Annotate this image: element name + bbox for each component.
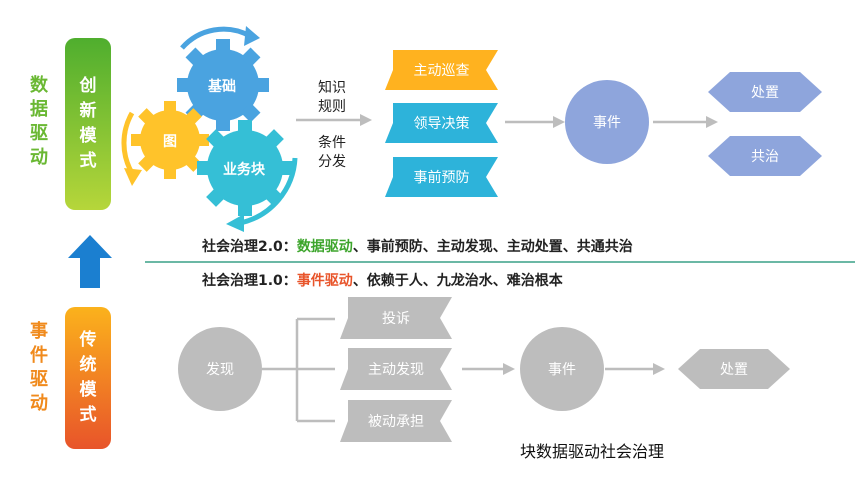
- bottom-discover-label: 发现: [206, 362, 234, 378]
- gear-business-label: 业务块: [223, 162, 265, 178]
- box-complaint-label: 投诉: [382, 311, 410, 327]
- traditional-mode-pill: 传统模式: [65, 307, 111, 449]
- bottom-outcome-label: 处置: [720, 362, 748, 378]
- bottom-discover-circle: [178, 327, 262, 411]
- box-decision-shape: [385, 103, 498, 143]
- rules-label: 规则: [318, 99, 346, 115]
- top-event-label: 事件: [593, 115, 621, 131]
- left-arc-arrow: [121, 111, 135, 175]
- top-arc-arrowhead: [244, 26, 260, 46]
- data-driven-text: 数据驱动: [30, 75, 48, 168]
- arrow-to-bottom-event-head: [503, 363, 515, 375]
- governance-v1-line: 社会治理1.0：事件驱动、依赖于人、九龙治水、难治根本: [202, 270, 563, 290]
- governance-v2-line: 社会治理2.0：数据驱动、事前预防、主动发现、主动处置、共通共治: [202, 236, 633, 256]
- event-driven-text: 事件驱动: [30, 321, 48, 414]
- gears-graphic: [121, 26, 298, 232]
- innovation-mode-text: 创新模式: [79, 76, 97, 171]
- bottom-event-circle: [520, 327, 604, 411]
- arrow-to-boxes-head: [360, 114, 372, 126]
- governance-v2-highlight: 数据驱动: [296, 239, 353, 255]
- left-arc-arrowhead: [124, 168, 142, 186]
- outcome-dispose-label: 处置: [751, 85, 779, 101]
- box-patrol-shape: [385, 50, 498, 90]
- box-prevention-label: 事前预防: [413, 170, 470, 186]
- outcome-cogovern-label: 共治: [751, 149, 779, 165]
- bottom-outcome-shape: [678, 349, 790, 389]
- knowledge-label: 知识: [318, 80, 346, 96]
- top-event-circle: [565, 80, 649, 164]
- gear-base-label: 基础: [208, 79, 236, 95]
- upgrade-up-arrow: [68, 235, 112, 288]
- traditional-mode-text: 传统模式: [79, 330, 97, 425]
- bottom-event-label: 事件: [548, 362, 576, 378]
- outcome-cogovern-shape: [708, 136, 822, 176]
- arrow-to-event-head: [553, 116, 565, 128]
- top-arc-arrow: [180, 26, 252, 50]
- box-patrol-label: 主动巡查: [413, 63, 470, 79]
- box-decision-label: 领导决策: [413, 116, 470, 132]
- conditions-label: 条件: [318, 135, 346, 151]
- arrow-to-bottom-outcome-head: [653, 363, 665, 375]
- governance-v1-prefix: 社会治理1.0：: [202, 273, 297, 289]
- outcome-dispose-shape: [708, 72, 822, 112]
- box-complaint-shape: [340, 297, 452, 339]
- box-active-discover-shape: [340, 348, 452, 390]
- governance-v1-rest: 、依赖于人、九龙治水、难治根本: [352, 273, 563, 289]
- governance-v2-prefix: 社会治理2.0：: [202, 239, 297, 255]
- governance-v1-highlight: 事件驱动: [296, 273, 353, 289]
- dispatch-label: 分发: [318, 154, 346, 170]
- box-prevention-shape: [385, 157, 498, 197]
- box-passive-label: 被动承担: [368, 414, 424, 430]
- event-driven-side-label: 事件驱动: [27, 320, 51, 416]
- gear-graph: [131, 101, 209, 179]
- innovation-mode-pill: 创新模式: [65, 38, 111, 210]
- governance-v2-rest: 、事前预防、主动发现、主动处置、共通共治: [352, 239, 633, 255]
- arrow-to-outcomes-head: [706, 116, 718, 128]
- box-passive-shape: [340, 400, 452, 442]
- diagram-caption: 块数据驱动社会治理: [520, 442, 665, 461]
- data-driven-side-label: 数据驱动: [27, 74, 51, 170]
- gear-graph-label: 图: [163, 134, 177, 150]
- bottom-arc-arrowhead: [226, 214, 244, 232]
- box-active-discover-label: 主动发现: [368, 362, 424, 378]
